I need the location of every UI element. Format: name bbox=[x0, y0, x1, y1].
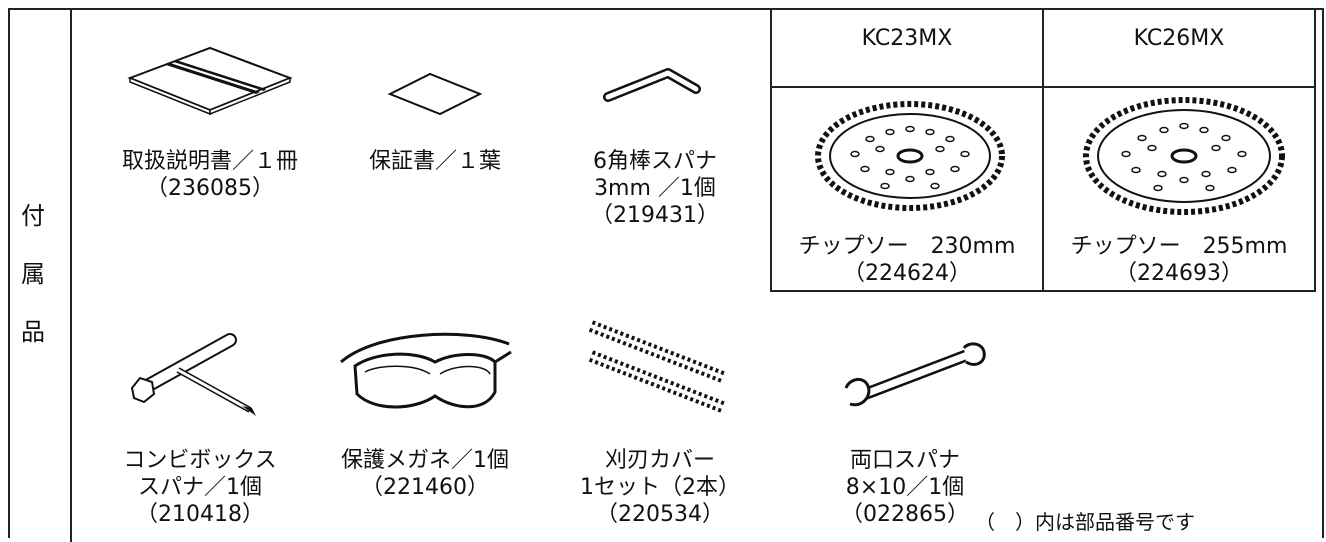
double-open-spanner-label: 両口スパナ bbox=[849, 448, 960, 473]
hex-wrench-label: 6角棒スパナ bbox=[593, 149, 717, 174]
double-open-spanner-size: 8×10／1個 bbox=[845, 475, 965, 500]
chip-saw-255-part-number: （224693） bbox=[1115, 261, 1243, 286]
blade-model-header-2: KC26MX bbox=[1133, 26, 1225, 51]
chip-saw-230-illustration bbox=[815, 101, 1005, 211]
manual-label: 取扱説明書／１冊 bbox=[121, 149, 298, 174]
safety-goggles-illustration bbox=[340, 332, 512, 409]
manual-illustration bbox=[127, 46, 293, 116]
blade-cover-set: 1セット（2本） bbox=[580, 475, 740, 500]
column-divider bbox=[70, 8, 72, 542]
side-label-char-3: 品 bbox=[21, 318, 45, 346]
safety-goggles-label: 保護メガネ／1個 bbox=[341, 448, 509, 473]
double-open-spanner-illustration bbox=[844, 342, 986, 407]
manual-part-number: （236085） bbox=[146, 176, 274, 201]
blade-table-divider bbox=[1042, 8, 1044, 290]
blade-cover-part-number: （220534） bbox=[596, 502, 724, 527]
blade-cover-label: 刈刃カバー bbox=[604, 448, 715, 473]
combination-box-spanner-label: コンビボックス bbox=[123, 448, 277, 473]
blade-table-header-divider bbox=[772, 86, 1314, 88]
hex-wrench-size: 3mm ／1個 bbox=[594, 176, 716, 201]
chip-saw-255-label: チップソー 255mm bbox=[1070, 234, 1288, 259]
blade-model-header-1: KC23MX bbox=[861, 26, 953, 51]
accessories-frame bbox=[8, 8, 1324, 538]
warranty-card-illustration bbox=[387, 72, 483, 116]
blade-cover-illustration bbox=[588, 320, 728, 414]
combination-box-spanner-size: スパナ／1個 bbox=[138, 475, 262, 500]
chip-saw-230-part-number: （224624） bbox=[843, 261, 971, 286]
hex-wrench-illustration bbox=[603, 68, 701, 102]
combination-box-spanner-illustration bbox=[130, 333, 256, 416]
combination-box-spanner-part-number: （210418） bbox=[136, 502, 264, 527]
double-open-spanner-part-number: （022865） bbox=[841, 502, 969, 527]
hex-wrench-part-number: （219431） bbox=[591, 203, 719, 228]
part-number-note: （ ）内は部品番号です bbox=[975, 510, 1195, 534]
warranty-label: 保証書／１葉 bbox=[368, 149, 501, 174]
blade-table: KC23MX KC26MX チップソー 230mm （224624） チップソー… bbox=[770, 8, 1316, 292]
safety-goggles-part-number: （221460） bbox=[361, 475, 489, 500]
chip-saw-255-illustration bbox=[1083, 97, 1285, 215]
chip-saw-230-label: チップソー 230mm bbox=[798, 234, 1016, 259]
side-label-char-1: 付 bbox=[21, 202, 45, 230]
side-label-char-2: 属 bbox=[21, 260, 45, 288]
